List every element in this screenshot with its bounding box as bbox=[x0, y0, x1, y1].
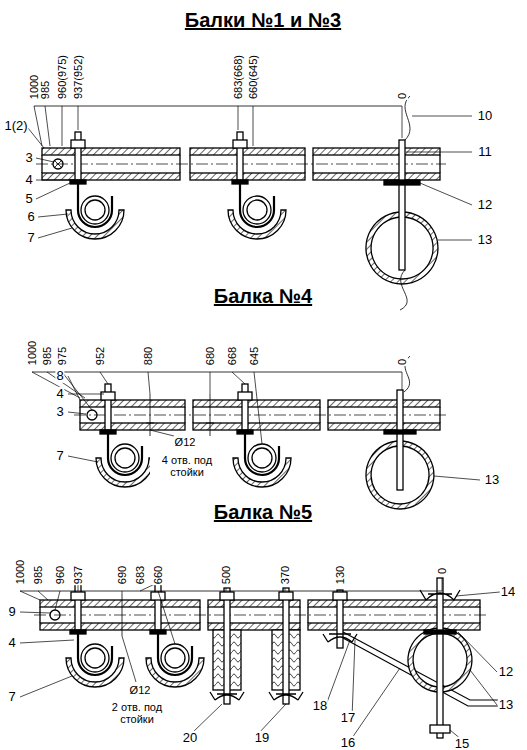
dimension-value: 937(952) bbox=[72, 54, 84, 100]
callout-number: 18 bbox=[312, 699, 328, 713]
callout-number: 3 bbox=[55, 405, 64, 419]
section-title: Балка №4 bbox=[213, 285, 313, 307]
dimension-value: 0 bbox=[396, 358, 408, 366]
dimension-value: 690 bbox=[116, 565, 128, 585]
callout-number: 6 bbox=[26, 210, 35, 224]
callout-number: 9 bbox=[7, 605, 16, 619]
dimension-value: 1000 bbox=[14, 559, 26, 585]
callout-number: 17 bbox=[340, 711, 356, 725]
dimension-value: 880 bbox=[142, 346, 154, 366]
callout-number: 12 bbox=[498, 665, 514, 679]
callout-number: 8 bbox=[55, 369, 64, 383]
callout-number: 20 bbox=[182, 731, 198, 745]
dimension-value: 680 bbox=[204, 346, 216, 366]
callout-number: 4 bbox=[7, 636, 16, 650]
dimension-value: Ø12 bbox=[129, 684, 152, 696]
callout-number: 14 bbox=[500, 585, 516, 599]
callout-number: 5 bbox=[24, 192, 33, 206]
note-text: 2 отв. под стойки bbox=[100, 701, 174, 725]
callout-number: 13 bbox=[498, 698, 514, 712]
callout-number: 13 bbox=[484, 473, 500, 487]
callout-number: 3 bbox=[24, 151, 33, 165]
dimension-value: 660(645) bbox=[247, 54, 259, 100]
callout-number: 15 bbox=[454, 737, 470, 750]
dimension-value: 500 bbox=[220, 565, 232, 585]
callout-number: 16 bbox=[340, 736, 356, 750]
callout-number: 11 bbox=[477, 145, 493, 159]
dimension-value: 975 bbox=[56, 346, 68, 366]
callout-number: 7 bbox=[7, 690, 16, 704]
callout-number: 7 bbox=[26, 231, 35, 245]
note-text: 4 отв. под стойки bbox=[150, 454, 224, 478]
dimension-value: 683(668) bbox=[232, 54, 244, 100]
section-title: Балка №5 bbox=[213, 501, 313, 523]
dimension-value: 683 bbox=[134, 565, 146, 585]
callout-number: 1(2) bbox=[3, 119, 28, 133]
dimension-value: 0 bbox=[396, 92, 408, 100]
dimension-value: Ø12 bbox=[174, 436, 197, 448]
dimension-value: 960(975) bbox=[56, 54, 68, 100]
dimension-value: 960 bbox=[54, 565, 66, 585]
callout-number: 4 bbox=[24, 173, 33, 187]
dimension-value: 952 bbox=[94, 346, 106, 366]
dimension-value: 668 bbox=[226, 346, 238, 366]
dimension-value: 1000 bbox=[26, 340, 38, 366]
dimension-value: 370 bbox=[279, 565, 291, 585]
dimension-value: 985 bbox=[32, 565, 44, 585]
dimension-value: 985 bbox=[39, 80, 51, 100]
dimension-value: 937 bbox=[72, 565, 84, 585]
dimension-value: 130 bbox=[334, 565, 346, 585]
callout-number: 12 bbox=[477, 198, 493, 212]
callout-number: 4 bbox=[55, 387, 64, 401]
dimension-value: 660 bbox=[152, 565, 164, 585]
dimension-value: 985 bbox=[41, 346, 53, 366]
dimension-value: 0 bbox=[436, 567, 448, 575]
callout-number: 13 bbox=[477, 233, 493, 247]
section-title: Балки №1 и №3 bbox=[184, 9, 342, 31]
callout-number: 7 bbox=[55, 449, 64, 463]
callout-number: 10 bbox=[477, 109, 493, 123]
callout-number: 19 bbox=[254, 731, 270, 745]
dimension-value: 645 bbox=[248, 346, 260, 366]
